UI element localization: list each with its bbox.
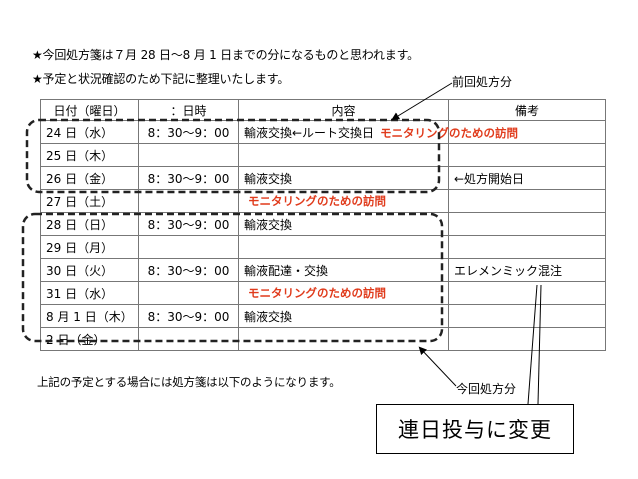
cell-date: 31 日（水） — [40, 281, 139, 305]
cell-content: モニタリングのための訪問 — [238, 281, 449, 305]
cell-date: 30 日（火） — [40, 258, 139, 282]
cell-content: 輸液交換 — [238, 212, 449, 236]
cell-date: 25 日（木） — [40, 143, 139, 167]
cell-time: 8：30〜9：00 — [138, 304, 239, 328]
cell-content: 輸液交換←ルート交換日モニタリングのための訪問 — [238, 120, 518, 144]
cell-time — [138, 281, 239, 305]
table-row: 26 日（金） 8：30〜9：00 輸液交換 ←処方開始日 — [40, 166, 606, 190]
monitoring-visit-label: モニタリングのための訪問 — [248, 194, 386, 208]
cell-remark — [448, 212, 606, 236]
previous-prescription-label: 前回処方分 — [452, 75, 513, 89]
monitoring-visit-label: モニタリングのための訪問 — [248, 286, 386, 300]
table-row: 31 日（水） モニタリングのための訪問 — [40, 281, 606, 305]
cell-remark: ←処方開始日 — [448, 166, 606, 190]
monitoring-visit-label: モニタリングのための訪問 — [380, 125, 519, 140]
cell-date: 29 日（月） — [40, 235, 139, 259]
table-row: 25 日（木） — [40, 143, 606, 167]
daily-dosing-change-box: 連日投与に変更 — [376, 404, 574, 454]
cell-content — [238, 327, 449, 351]
cell-content — [238, 143, 449, 167]
cell-remark — [448, 281, 606, 305]
header-remark: 備考 — [448, 99, 606, 121]
cell-content — [238, 235, 449, 259]
cell-remark — [448, 304, 606, 328]
table-row: 29 日（月） — [40, 235, 606, 259]
cell-time — [138, 189, 239, 213]
header-content: 内容 — [238, 99, 449, 121]
footer-note: 上記の予定とする場合には処方箋は以下のようになります。 — [37, 375, 341, 389]
table-row: 27 日（土） モニタリングのための訪問 — [40, 189, 606, 213]
table-row: 8 月 1 日（木） 8：30〜9：00 輸液交換 — [40, 304, 606, 328]
header-time: ：日時 — [138, 99, 239, 121]
current-prescription-label: 今回処方分 — [456, 382, 517, 396]
cell-time: 8：30〜9：00 — [138, 120, 239, 144]
cell-time — [138, 235, 239, 259]
cell-date: 8 月 1 日（木） — [40, 304, 139, 328]
cell-time: 8：30〜9：00 — [138, 258, 239, 282]
cell-remark — [448, 235, 606, 259]
cell-content: モニタリングのための訪問 — [238, 189, 449, 213]
schedule-table: 日付（曜日） ：日時 内容 備考 24 日（水） 8：30〜9：00 輸液交換←… — [40, 99, 606, 351]
current-arrow — [418, 346, 457, 387]
cell-date: 28 日（日） — [40, 212, 139, 236]
table-header-row: 日付（曜日） ：日時 内容 備考 — [40, 99, 606, 121]
cell-remark — [448, 189, 606, 213]
daily-dosing-change-text: 連日投与に変更 — [398, 418, 552, 442]
cell-content: 輸液配達・交換 — [238, 258, 449, 282]
header-date: 日付（曜日） — [40, 99, 139, 121]
table-row: 24 日（水） 8：30〜9：00 輸液交換←ルート交換日モニタリングのための訪… — [40, 120, 606, 144]
cell-date: 27 日（土） — [40, 189, 139, 213]
cell-date: 26 日（金） — [40, 166, 139, 190]
cell-date: 2 日（金） — [40, 327, 139, 351]
cell-time: 8：30〜9：00 — [138, 166, 239, 190]
cell-time — [138, 327, 239, 351]
cell-time — [138, 143, 239, 167]
cell-remark: エレメンミック混注 — [448, 258, 606, 282]
cell-date: 24 日（水） — [40, 120, 139, 144]
cell-remark — [448, 143, 606, 167]
note-line-1: ★今回処方箋は７月 28 日〜8 月 1 日までの分になるものと思われます。 — [32, 48, 419, 62]
cell-remark — [448, 327, 606, 351]
note-line-2: ★予定と状況確認のため下記に整理いたします。 — [32, 72, 290, 86]
cell-time: 8：30〜9：00 — [138, 212, 239, 236]
table-row: 30 日（火） 8：30〜9：00 輸液配達・交換 エレメンミック混注 — [40, 258, 606, 282]
content-text: 輸液交換←ルート交換日 — [244, 125, 375, 140]
cell-content: 輸液交換 — [238, 304, 449, 328]
table-row: 28 日（日） 8：30〜9：00 輸液交換 — [40, 212, 606, 236]
table-row: 2 日（金） — [40, 327, 606, 351]
cell-content: 輸液交換 — [238, 166, 449, 190]
